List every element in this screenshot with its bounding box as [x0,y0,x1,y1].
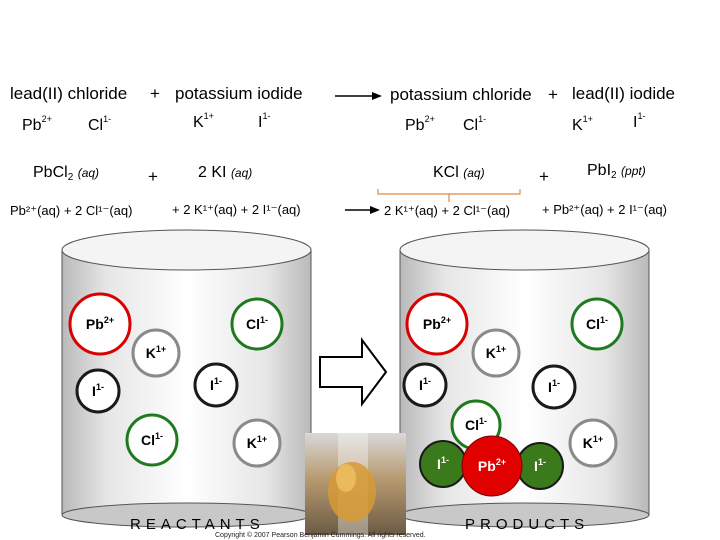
svg-text:I1-: I1- [419,376,431,393]
svg-text:Pb2+: Pb2+ [423,315,451,332]
ion-ball-i-reactant-2: I1- [193,362,239,408]
precipitate-pb: Pb2+ [461,435,523,497]
ion-pb-left: Pb2+ [22,114,52,134]
precipitate-i-left: I1- [419,440,467,488]
ion-ball-pb-reactant: Pb2+ [68,292,132,356]
ionic-mid: + 2 K¹⁺(aq) + 2 I¹⁻(aq) [172,202,301,217]
svg-text:Cl1-: Cl1- [465,416,487,433]
ionic-left: Pb²⁺(aq) + 2 Cl¹⁻(aq) [10,203,133,218]
svg-text:Cl1-: Cl1- [141,431,163,448]
svg-text:I1-: I1- [548,378,560,395]
svg-text:I1-: I1- [437,455,449,472]
ionic-right-2: + Pb²⁺(aq) + 2 I¹⁻(aq) [542,202,667,217]
precipitate-i-right: I1- [516,442,564,490]
reaction-arrow-top [335,92,382,100]
svg-text:I1-: I1- [210,376,222,393]
ion-ball-k-product-2: K1+ [568,418,618,468]
word-plus-left: + [150,84,160,103]
ion-ball-k-reactant-1: K1+ [131,328,181,378]
ion-k-left: K1+ [193,111,214,131]
ion-cl-left: Cl1- [88,114,112,134]
reaction-arrow-bottom [345,206,380,214]
svg-text:K1+: K1+ [247,434,267,451]
precipitate-photo [305,433,406,535]
svg-text:K1+: K1+ [146,344,166,361]
svg-text:Cl1-: Cl1- [246,315,268,332]
svg-text:K1+: K1+ [583,434,603,451]
ion-ball-cl-reactant-1: Cl1- [230,297,284,351]
reaction-big-arrow [319,337,388,407]
formula-pbcl2: PbCl2 (aq) [33,164,100,183]
ion-ball-k-product-1: K1+ [471,328,521,378]
products-caption: PRODUCTS [465,516,590,533]
ion-ball-i-reactant-1: I1- [75,368,121,414]
formula-kcl: KCl (aq) [433,164,485,181]
word-lead-chloride: lead(II) chloride [10,84,128,103]
svg-text:Cl1-: Cl1- [586,315,608,332]
svg-text:I1-: I1- [534,457,546,474]
ionic-right-1: 2 K¹⁺(aq) + 2 Cl¹⁻(aq) [384,203,511,218]
ion-k-right: K1+ [572,114,593,134]
word-plus-right: + [548,85,558,104]
word-potassium-iodide: potassium iodide [175,84,303,103]
formula-plus-left: + [148,167,158,186]
ion-i-left: I1- [258,111,271,131]
svg-text:Pb2+: Pb2+ [86,315,114,332]
formula-pbi2: PbI2 (ppt) [587,162,646,181]
ion-ball-cl-reactant-2: Cl1- [125,413,179,467]
ion-ball-i-product-1: I1- [402,362,448,408]
ion-pb-right: Pb2+ [405,114,435,134]
svg-text:Pb2+: Pb2+ [478,457,506,474]
ion-i-right: I1- [633,111,646,131]
svg-text:K1+: K1+ [486,344,506,361]
copyright-text: Copyright © 2007 Pearson Benjamin Cummin… [215,532,426,539]
ion-cl-right: Cl1- [463,114,487,134]
word-lead-iodide: lead(II) iodide [572,84,676,103]
word-potassium-chloride: potassium chloride [390,85,532,104]
ion-ball-i-product-2: I1- [531,364,577,410]
kcl-bracket [377,189,521,202]
ion-ball-pb-product-dissolved: Pb2+ [405,292,469,356]
svg-text:I1-: I1- [92,382,104,399]
reactants-caption: REACTANTS [130,516,265,533]
formula-ki: 2 KI (aq) [198,164,253,181]
ion-ball-cl-product-1: Cl1- [570,297,624,351]
formula-plus-right: + [539,167,549,186]
ion-ball-k-reactant-2: K1+ [232,418,282,468]
